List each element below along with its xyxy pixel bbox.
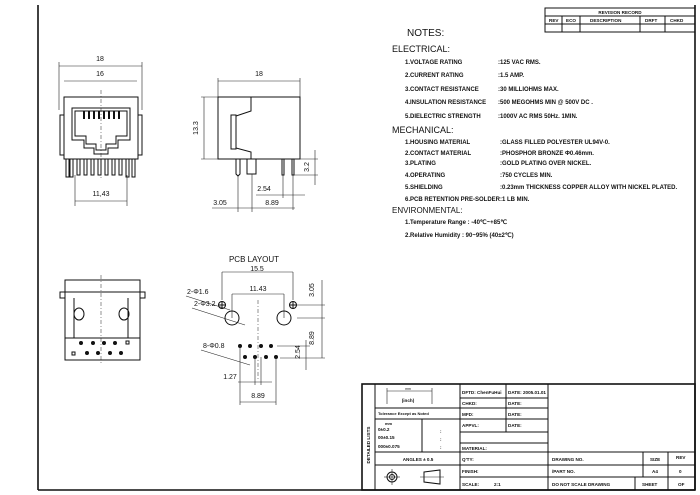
note-value: :125 VAC RMS.	[498, 60, 541, 66]
note-item: 1.Temperature Range : -40℃~+85℃	[405, 219, 507, 226]
note-item: 2.Relative Humidity : 90~95% (40±2℃)	[405, 232, 514, 239]
tolerance-value: 00±0.15	[378, 435, 395, 440]
title-block: DETAILED LISTS mm (inch) Tolerance Excep…	[361, 383, 696, 491]
col-drft: DRFT	[645, 18, 657, 23]
mechanical-heading: MECHANICAL:	[392, 125, 454, 135]
dim-width: 15.5	[250, 266, 264, 273]
col-rev: REV	[549, 18, 559, 23]
drawing-no-field: DRAWING NO.	[552, 457, 584, 462]
note-value: :GLASS FILLED POLYESTER UL94V-0.	[500, 140, 610, 146]
note-value: :0.23mm THICKNESS COPPER ALLOY WITH NICK…	[500, 185, 677, 191]
unit-mm: mm	[405, 387, 411, 391]
col-description: DESCRIPTION	[590, 18, 622, 23]
finish-field: FINISH:	[462, 469, 479, 474]
dim-inner: 16	[96, 71, 104, 78]
side-view: 18 13.3 3.2 2.54 3.05 8.89	[193, 71, 318, 212]
date-field: DATE:	[508, 401, 522, 406]
sheet-label: SHEET	[642, 482, 658, 487]
first-angle-projection-icon	[384, 469, 444, 485]
note-value: :GOLD PLATING OVER NICKEL.	[500, 161, 592, 167]
tolerance-value: 000±0.075	[378, 444, 400, 449]
note-value: :30 MILLIOHMS MAX.	[498, 87, 559, 93]
note-label: 1.VOLTAGE RATING	[405, 60, 463, 66]
note-value: :750 CYCLES MIN.	[500, 173, 553, 179]
dim-pin-span: 8.89	[251, 393, 265, 400]
notes-title: NOTES:	[407, 28, 444, 39]
date-field: DATE:	[508, 412, 522, 417]
detailed-lists-label: DETAILED LISTS	[366, 427, 371, 464]
angles-tolerance: ANGLES ± 0.5	[403, 457, 434, 462]
note-value: :1 LB MIN.	[500, 197, 530, 203]
material-field: MATERIAL:	[462, 446, 487, 451]
dim-offset: 3.05	[213, 200, 227, 207]
dim-vert-mid: 8.89	[309, 331, 316, 345]
note-label: 3.CONTACT RESISTANCE	[405, 87, 479, 93]
note-value: :500 MEGOHMS MIN @ 500V DC .	[498, 100, 593, 106]
do-not-scale-note: DO NOT SCALE DRAWING	[552, 482, 611, 487]
note-label: 4.INSULATION RESISTANCE	[405, 100, 486, 106]
note-label: 5.SHIELDING	[405, 185, 443, 191]
large-holes-label: 2-Φ3.2	[194, 301, 216, 308]
scale-value: 2:1	[494, 482, 501, 487]
col-eco: ECO	[566, 18, 576, 23]
tolerance-colon: :	[440, 437, 442, 442]
mfd-field: MFD:	[462, 412, 474, 417]
electrical-heading: ELECTRICAL:	[392, 44, 450, 54]
checked-field: CHKD:	[462, 401, 477, 406]
note-label: 2.CONTACT MATERIAL	[405, 151, 471, 157]
dim-pin-pitch: 1.27	[223, 374, 237, 381]
drafter-field: DFTD: ChenFuHui	[462, 390, 502, 395]
bottom-view	[59, 275, 146, 365]
unit-inch: (inch)	[402, 398, 415, 403]
pcb-layout-title: PCB LAYOUT	[229, 255, 279, 264]
pcb-layout: PCB LAYOUT 15.5 11.43 2-Φ1.6 2-Φ3.2 8-Φ0…	[185, 255, 325, 405]
tolerance-value: 0±0.2	[378, 427, 390, 432]
size-label: SIZE	[650, 457, 660, 462]
dim-overall: 18	[96, 56, 104, 63]
environmental-heading: ENVIRONMENTAL:	[392, 206, 463, 215]
tolerance-label: Tolerance Except as Noted	[378, 411, 429, 416]
dim-vert-top: 3.05	[309, 283, 316, 297]
size-value: A4	[652, 469, 658, 474]
dim-height: 13.3	[193, 121, 200, 135]
rev-value: 0	[679, 469, 682, 474]
note-label: 4.OPERATING	[405, 173, 446, 179]
revision-record-table: REVISION RECORD REV ECO DESCRIPTION DRFT…	[544, 7, 696, 33]
note-value: :PHOSPHOR BRONZE Φ0.46mm.	[500, 151, 594, 157]
tolerance-colon: :	[440, 445, 442, 450]
note-value: :1000V AC RMS 50Hz. 1MIN.	[498, 114, 578, 120]
notes: NOTES: ELECTRICAL: 1.VOLTAGE RATING :125…	[392, 28, 677, 239]
note-label: 6.PCB RETENTION PRE-SOLDER	[405, 197, 501, 203]
revision-record-title: REVISION RECORD	[598, 10, 642, 15]
approved-field: APPVL:	[462, 423, 479, 428]
dim-row-pitch: 2.54	[295, 345, 302, 359]
dim-length: 18	[255, 71, 263, 78]
of-label: OF	[678, 482, 685, 487]
dim-pitch: 2.54	[257, 186, 271, 193]
qty-field: Q'TY:	[462, 457, 474, 462]
scale-label: SCALE:	[462, 482, 480, 487]
dim-holes: 11.43	[250, 286, 267, 293]
rev-label: REV	[676, 455, 686, 460]
date-field: DATE: 2005.01.01	[508, 390, 546, 395]
tolerance-colon: :	[440, 429, 442, 434]
note-label: 5.DIELECTRIC STRENGTH	[405, 114, 481, 120]
small-holes-label: 2-Φ1.6	[187, 289, 209, 296]
front-view: 18 16 11,43	[58, 56, 143, 206]
note-label: 1.HOUSING MATERIAL	[405, 140, 471, 146]
note-value: :1.5 AMP.	[498, 73, 524, 79]
tolerance-header: mm	[385, 421, 393, 426]
part-no-field: /PART NO.	[552, 469, 575, 474]
pin-holes-label: 8-Φ0.8	[203, 343, 225, 350]
dim-span: 8.89	[265, 200, 279, 207]
date-field: DATE:	[508, 423, 522, 428]
col-chkd: CHKD	[670, 18, 684, 23]
dim-pin-length: 3.2	[304, 162, 311, 172]
note-label: 3.PLATING	[405, 161, 436, 167]
note-label: 2.CURRENT RATING	[405, 73, 464, 79]
dim-pins: 11,43	[93, 191, 110, 198]
